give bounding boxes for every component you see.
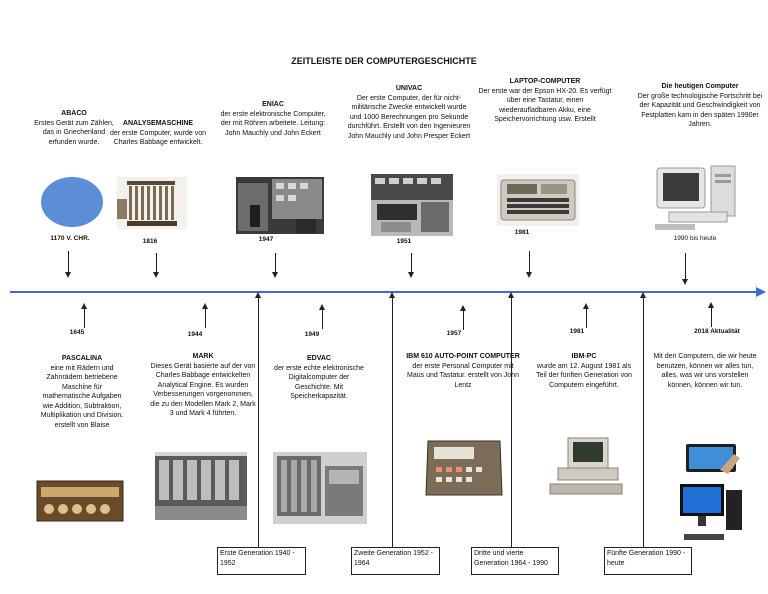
event-ibm610: IBM 610 AUTO-POINT COMPUTER der erste Pe…: [404, 352, 522, 390]
event-heading: LAPTOP-COMPUTER: [509, 78, 581, 85]
event-heading: ANALYSEMASCHINE: [122, 120, 194, 127]
event-heutige: Die heutigen Computer Der große technolo…: [634, 82, 766, 130]
year-label: 1981: [514, 229, 530, 236]
event-text: Der erste Computer, der für nicht-militä…: [347, 94, 471, 140]
up-arrow-icon: [583, 303, 589, 328]
down-arrow-icon: [682, 253, 688, 285]
down-arrow-icon: [526, 251, 532, 278]
event-heading: MARK: [192, 353, 214, 360]
event-univac: UNIVAC Der erste Computer, der für nicht…: [346, 84, 472, 141]
year-label: 1957: [446, 330, 462, 337]
laptop-image: [497, 174, 579, 226]
event-eniac: ENIAC der erste elektronische Computer, …: [220, 100, 326, 138]
down-arrow-icon: [65, 251, 71, 278]
event-heading: IBM 610 AUTO-POINT COMPUTER: [406, 353, 520, 360]
generation-arrow-icon: [508, 292, 514, 547]
eniac-image: [236, 177, 324, 234]
analysemaschine-image: [117, 177, 187, 229]
generation-box: Fünfte Generation 1990 - heute: [604, 547, 692, 575]
event-mark: MARK Dieses Gerät basierte auf der von C…: [148, 352, 258, 419]
generation-arrow-icon: [389, 292, 395, 547]
down-arrow-icon: [408, 253, 414, 278]
event-laptop: LAPTOP-COMPUTER Der erste war der Epson …: [478, 77, 612, 125]
year-label: 1949: [304, 331, 320, 338]
event-edvac: EDVAC der erste echte elektronische Digi…: [272, 354, 366, 402]
event-heading: UNIVAC: [395, 85, 423, 92]
event-abaco: ABACO Erstes Gerät zum Zählen, das in Gr…: [34, 109, 114, 147]
generation-arrow-icon: [640, 292, 646, 547]
event-text: der erste Personal Computer mit Maus und…: [407, 362, 519, 389]
year-label: 2018 Aktualität: [694, 328, 740, 335]
event-text: Der erste war der Epson HX-20. Es verfüg…: [478, 87, 612, 124]
generation-arrow-icon: [255, 292, 261, 547]
down-arrow-icon: [153, 253, 159, 278]
event-text: wurde am 12. August 1981 als Teil der fü…: [536, 362, 632, 389]
year-label: 1947: [258, 236, 274, 243]
page-title: ZEITLEISTE DER COMPUTERGESCHICHTE: [291, 56, 477, 66]
generation-box: Dritte und vierte Generation 1964 - 1990: [471, 547, 559, 575]
heutige-computer-image: [651, 162, 747, 236]
event-text: eine mit Rädern und Zahnrädern betrieben…: [40, 364, 124, 429]
event-heading: EDVAC: [307, 355, 331, 362]
abaco-image: [41, 177, 103, 227]
timeline-arrow-icon: [756, 287, 766, 297]
pascalina-image: [35, 473, 125, 525]
event-heading: IBM-PC: [571, 353, 597, 360]
timeline-axis: [10, 291, 758, 293]
up-arrow-icon: [81, 303, 87, 328]
event-heading: Die heutigen Computer: [661, 83, 739, 90]
univac-image: [371, 174, 453, 236]
year-label: 1990 bis heute: [673, 235, 717, 242]
edvac-image: [273, 452, 367, 524]
up-arrow-icon: [202, 303, 208, 328]
year-label: 1981: [569, 328, 585, 335]
event-text: Der große technologische Fortschritt bei…: [637, 92, 763, 129]
tablet-image: [680, 440, 744, 480]
up-arrow-icon: [460, 305, 466, 330]
generation-box: Erste Generation 1940 - 1952: [217, 547, 306, 575]
year-label: 1944: [187, 331, 203, 338]
event-heading: ENIAC: [262, 101, 284, 108]
year-label: 1951: [396, 238, 412, 245]
desktop-image: [678, 482, 746, 546]
event-text: Dieses Gerät basierte auf der von Charle…: [150, 362, 256, 418]
up-arrow-icon: [319, 304, 325, 329]
event-text: der erste echte elektronische Digitalcom…: [274, 364, 364, 401]
down-arrow-icon: [272, 253, 278, 278]
event-text: Erstes Gerät zum Zählen, das in Griechen…: [34, 119, 114, 146]
up-arrow-icon: [708, 302, 714, 327]
mark-image: [155, 452, 247, 520]
event-text: der erste Computer, wurde von Charles Ba…: [109, 129, 207, 147]
ibmpc-image: [546, 436, 628, 498]
year-label: 1645: [69, 329, 85, 336]
event-text: Mit den Computern, die wir heute benutze…: [653, 353, 757, 389]
ibm610-image: [422, 431, 506, 503]
year-label: 1816: [142, 238, 158, 245]
event-analysemaschine: ANALYSEMASCHINE der erste Computer, wurd…: [106, 119, 210, 148]
event-aktualitat: Mit den Computern, die wir heute benutze…: [650, 352, 760, 390]
event-text: der erste elektronische Computer, der mi…: [220, 110, 326, 137]
event-ibmpc: IBM-PC wurde am 12. August 1981 als Teil…: [532, 352, 636, 390]
year-label: 1170 V. CHR.: [50, 235, 90, 242]
event-pascalina: PASCALINA eine mit Rädern und Zahnrädern…: [38, 354, 126, 458]
generation-box: Zweite Generation 1952 - 1964: [351, 547, 440, 575]
event-heading: ABACO: [61, 110, 87, 117]
event-heading: PASCALINA: [61, 355, 103, 362]
